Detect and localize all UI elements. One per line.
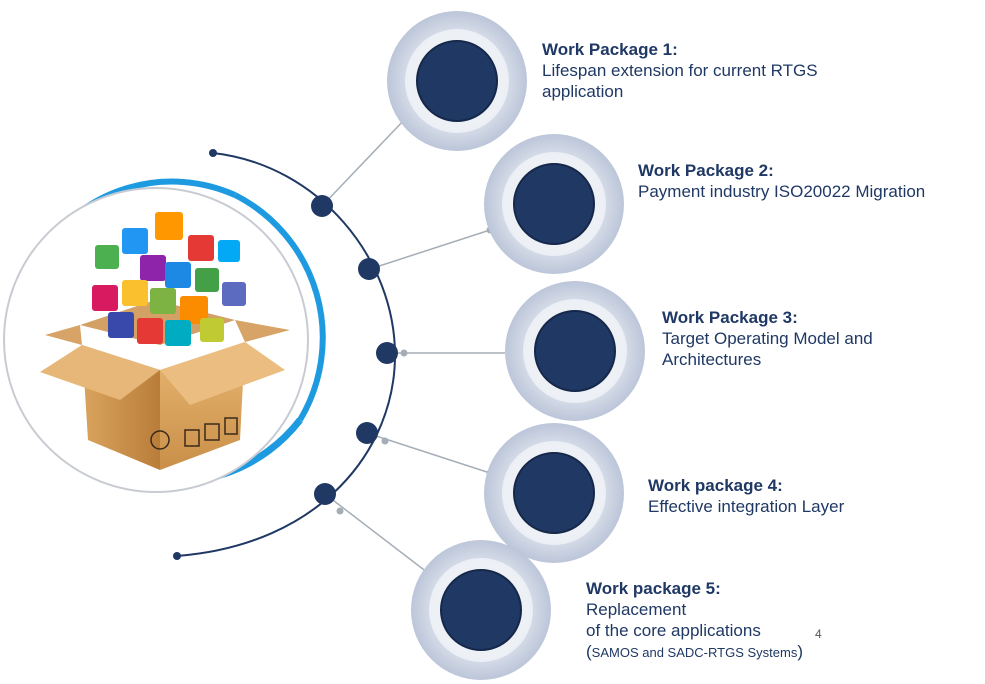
arc-start-dot bbox=[209, 149, 217, 157]
arc-node-2 bbox=[358, 258, 380, 280]
arc-node-4 bbox=[356, 422, 378, 444]
package-4-desc-line-1: Effective integration Layer bbox=[648, 497, 845, 516]
package-1-desc-line-1: Lifespan extension for current RTGS bbox=[542, 61, 818, 80]
package-5-label: Work package 5: Replacement of the core … bbox=[586, 578, 803, 663]
package-5-desc-line-2: of the core applications bbox=[586, 621, 761, 640]
package-2-label: Work Package 2: Payment industry ISO2002… bbox=[638, 160, 925, 202]
arc-node-5 bbox=[314, 483, 336, 505]
connector-end-dots bbox=[336, 114, 494, 580]
arc-nodes bbox=[311, 195, 398, 505]
package-3-label: Work Package 3: Target Operating Model a… bbox=[662, 307, 873, 370]
connectors bbox=[321, 117, 505, 577]
package-ring-1 bbox=[387, 11, 527, 151]
package-ring-4 bbox=[484, 423, 624, 563]
page-number: 4 bbox=[815, 627, 822, 641]
package-1-label: Work Package 1: Lifespan extension for c… bbox=[542, 39, 818, 102]
package-4-title: Work package 4: bbox=[648, 476, 783, 495]
package-ring-3 bbox=[505, 281, 645, 421]
package-2-title: Work Package 2: bbox=[638, 161, 774, 180]
package-5-title: Work package 5: bbox=[586, 579, 721, 598]
package-ring-5 bbox=[411, 540, 551, 680]
cardboard-box-icon bbox=[40, 320, 290, 470]
package-1-desc-line-2: application bbox=[542, 82, 624, 101]
package-5-note: (SAMOS and SADC-RTGS Systems) bbox=[586, 642, 803, 661]
arc-end-dot bbox=[173, 552, 181, 560]
hero-image bbox=[3, 178, 326, 493]
package-3-desc-line-1: Target Operating Model and bbox=[662, 329, 873, 348]
package-1-title: Work Package 1: bbox=[542, 40, 678, 59]
package-2-desc-line-1: Payment industry ISO20022 Migration bbox=[638, 182, 926, 201]
package-3-title: Work Package 3: bbox=[662, 308, 798, 327]
arc-node-3 bbox=[376, 342, 398, 364]
package-3-desc-line-2: Architectures bbox=[662, 350, 762, 369]
package-5-note-text: SAMOS and SADC-RTGS Systems bbox=[591, 645, 798, 660]
arc-node-1 bbox=[311, 195, 333, 217]
package-ring-2 bbox=[484, 134, 624, 274]
app-cubes-icon bbox=[92, 212, 246, 346]
package-5-desc-line-1: Replacement bbox=[586, 600, 687, 619]
package-4-label: Work package 4: Effective integration La… bbox=[648, 475, 844, 517]
